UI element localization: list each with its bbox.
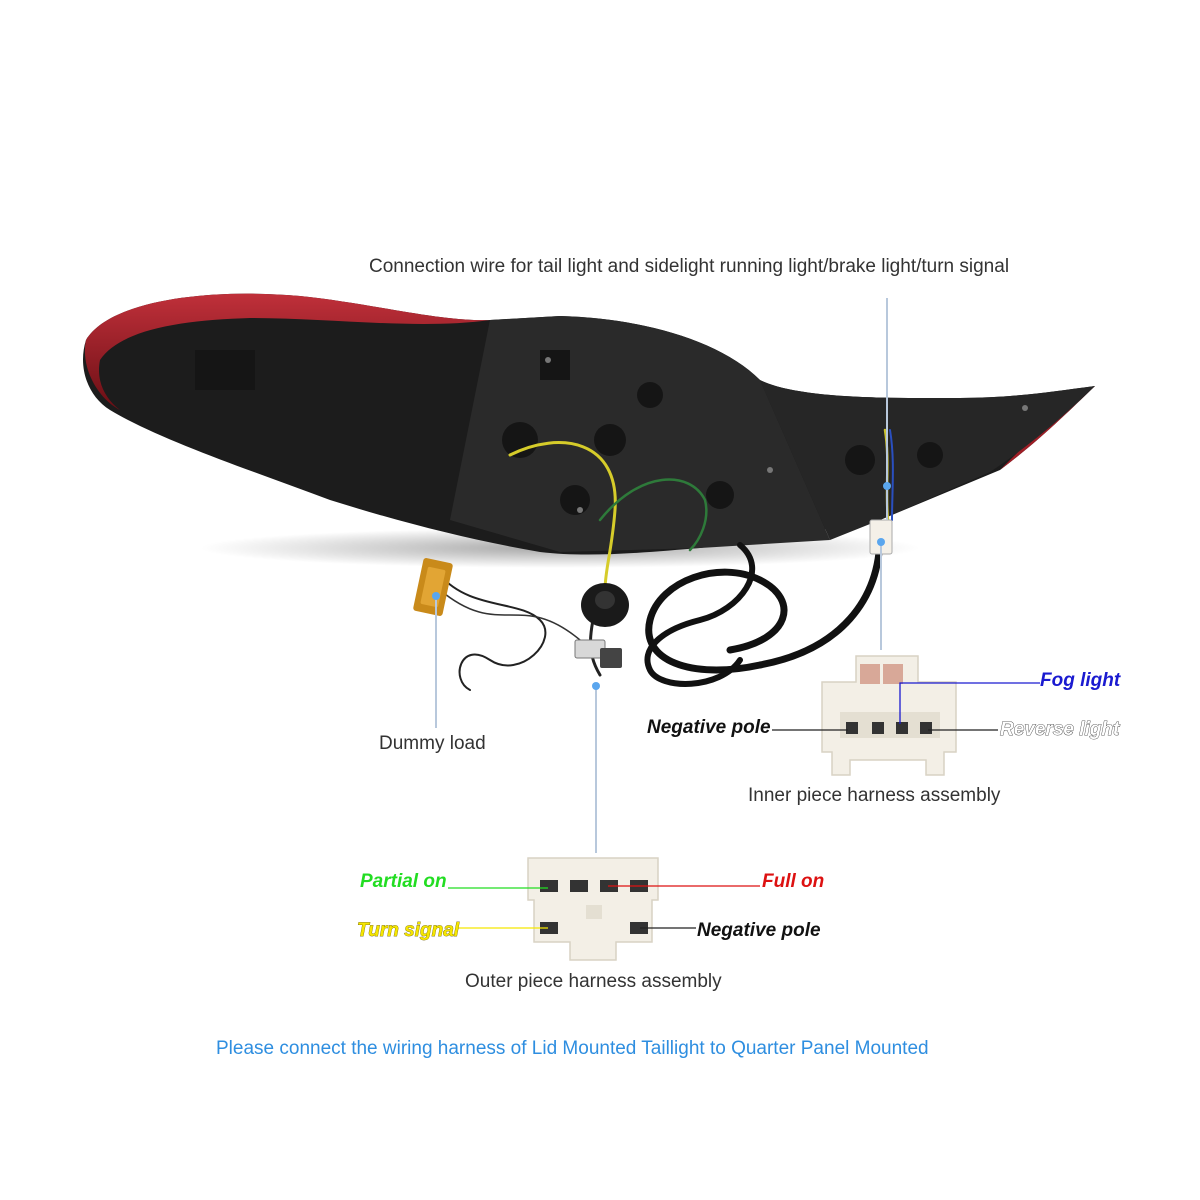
outer-negative-pole-label: Negative pole bbox=[697, 920, 821, 941]
dummy-load-label: Dummy load bbox=[379, 733, 486, 754]
outer-connector-image bbox=[527, 857, 659, 961]
turn-signal-label: Turn signal bbox=[357, 920, 460, 942]
inner-negative-pole-label: Negative pole bbox=[647, 717, 771, 738]
inner-connector-image bbox=[821, 655, 957, 776]
outer-assembly-label: Outer piece harness assembly bbox=[465, 971, 722, 992]
wire-connectors-image bbox=[574, 519, 893, 668]
label-leader-lines bbox=[448, 682, 1040, 929]
connection-wire-label: Connection wire for tail light and sidel… bbox=[369, 256, 1010, 277]
partial-on-label: Partial on bbox=[360, 871, 447, 892]
taillight-housing-image bbox=[83, 293, 1095, 555]
reverse-light-label: Reverse light bbox=[1000, 719, 1120, 741]
fog-light-label: Fog light bbox=[1040, 670, 1121, 691]
full-on-label: Full on bbox=[762, 871, 825, 892]
pointer-dots bbox=[432, 482, 891, 690]
inner-assembly-label: Inner piece harness assembly bbox=[748, 785, 1001, 806]
wiring-harness-image bbox=[439, 428, 894, 691]
grommet-image bbox=[581, 583, 629, 627]
footer-note: Please connect the wiring harness of Lid… bbox=[216, 1038, 929, 1059]
